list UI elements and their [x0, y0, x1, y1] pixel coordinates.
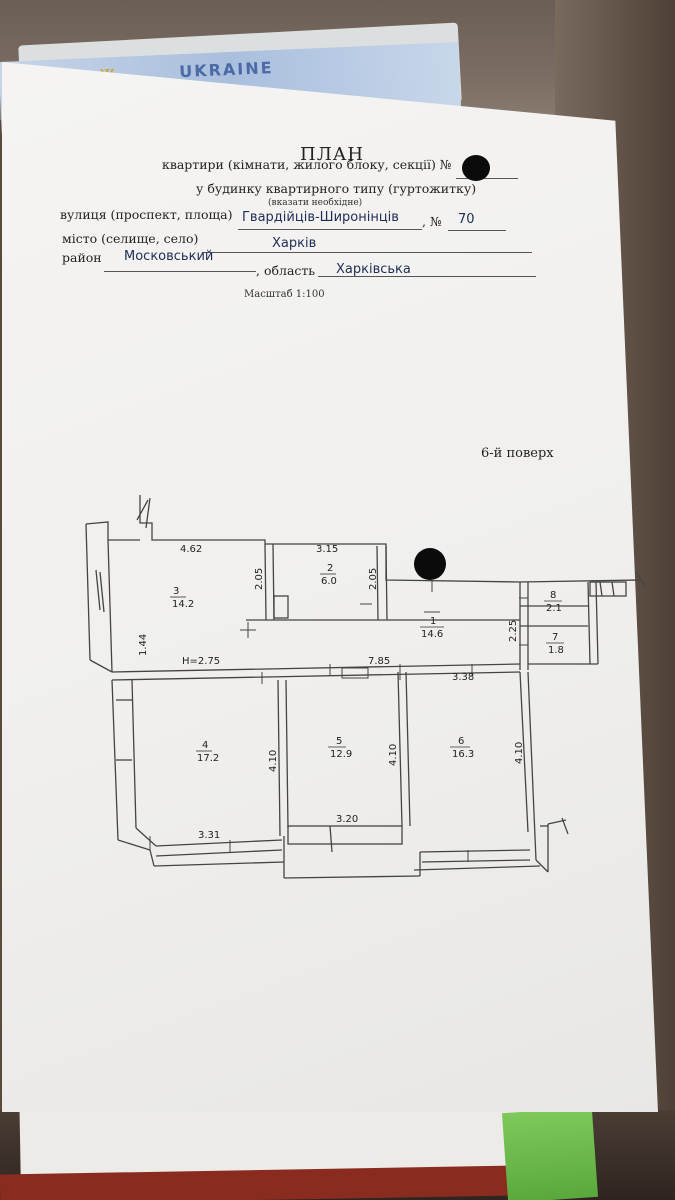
room-3: 3 14.2: [170, 586, 194, 610]
scale-label: Масштаб 1:100: [244, 289, 325, 300]
plan-doors: [149, 580, 528, 862]
room-5: 5 12.9: [328, 736, 352, 760]
region-underline: [318, 262, 536, 277]
svg-text:8: 8: [550, 590, 556, 601]
redacted-mark: [414, 548, 446, 580]
street-underline: [238, 215, 422, 230]
room-7: 7 1.8: [546, 632, 564, 656]
svg-text:1.8: 1.8: [548, 645, 564, 656]
svg-text:6: 6: [458, 736, 464, 747]
city-underline: [202, 238, 532, 253]
dim-3-20: 3.20: [336, 814, 358, 825]
document-title: ПЛАН: [300, 144, 365, 165]
number-label: , №: [422, 214, 442, 229]
svg-text:12.9: 12.9: [330, 749, 352, 760]
apartment-number-underline: [456, 164, 518, 179]
room-2: 2 6.0: [320, 563, 337, 587]
room-4: 4 17.2: [196, 740, 219, 764]
svg-text:7: 7: [552, 632, 558, 643]
dim-3-15: 3.15: [316, 544, 338, 555]
svg-text:1: 1: [430, 616, 436, 627]
dim-3-31: 3.31: [198, 830, 220, 841]
district-value: Московський: [124, 249, 214, 264]
svg-text:14.2: 14.2: [172, 599, 194, 610]
ceiling-height: Н=2.75: [182, 656, 220, 667]
dim-3-38: 3.38: [452, 672, 474, 683]
dim-4-10-room4: 4.10: [268, 750, 279, 772]
district-underline: [104, 257, 256, 272]
document-sheet: [2, 62, 658, 1112]
room-6: 6 16.3: [450, 736, 474, 760]
street-label: вулиця (проспект, площа): [60, 207, 233, 222]
dim-4-62: 4.62: [180, 544, 202, 555]
dim-2-05-left: 2.05: [254, 568, 265, 590]
house-number-value: 70: [458, 212, 475, 227]
svg-text:14.6: 14.6: [421, 629, 443, 640]
svg-text:17.2: 17.2: [197, 753, 219, 764]
svg-text:3: 3: [173, 586, 179, 597]
region-value: Харківська: [336, 262, 411, 277]
dim-4-10-room5: 4.10: [388, 744, 399, 766]
svg-text:2: 2: [327, 563, 333, 574]
region-label: , область: [256, 263, 316, 278]
svg-text:6.0: 6.0: [321, 576, 337, 587]
apartment-line-label: квартири (кімнати, жилого блоку, секції)…: [162, 157, 452, 172]
svg-text:5: 5: [336, 736, 342, 747]
room-1: 1 14.6: [420, 616, 444, 640]
dim-7-85: 7.85: [368, 656, 390, 667]
street-value: Гвардійців-Широнінців: [242, 210, 399, 225]
city-label: місто (селище, село): [62, 231, 199, 246]
dim-1-44: 1.44: [138, 634, 149, 656]
city-value: Харків: [272, 236, 317, 251]
floor-label: 6-й поверх: [481, 446, 554, 461]
district-label: район: [62, 250, 102, 265]
dim-2-05-right: 2.05: [368, 568, 379, 590]
dim-2-25: 2.25: [508, 620, 519, 642]
building-type-hint: (вказати необхідне): [268, 198, 363, 208]
svg-text:2.1: 2.1: [546, 603, 562, 614]
svg-text:4: 4: [202, 740, 208, 751]
svg-text:16.3: 16.3: [452, 749, 474, 760]
room-8: 8 2.1: [544, 590, 562, 614]
house-number-underline: [448, 216, 506, 231]
plan-walls: [85, 495, 646, 879]
dim-4-10-room6: 4.10: [514, 742, 525, 764]
redacted-apartment-number: [462, 155, 490, 181]
building-type-label: у будинку квартирного типу (гуртожитку): [196, 181, 477, 196]
